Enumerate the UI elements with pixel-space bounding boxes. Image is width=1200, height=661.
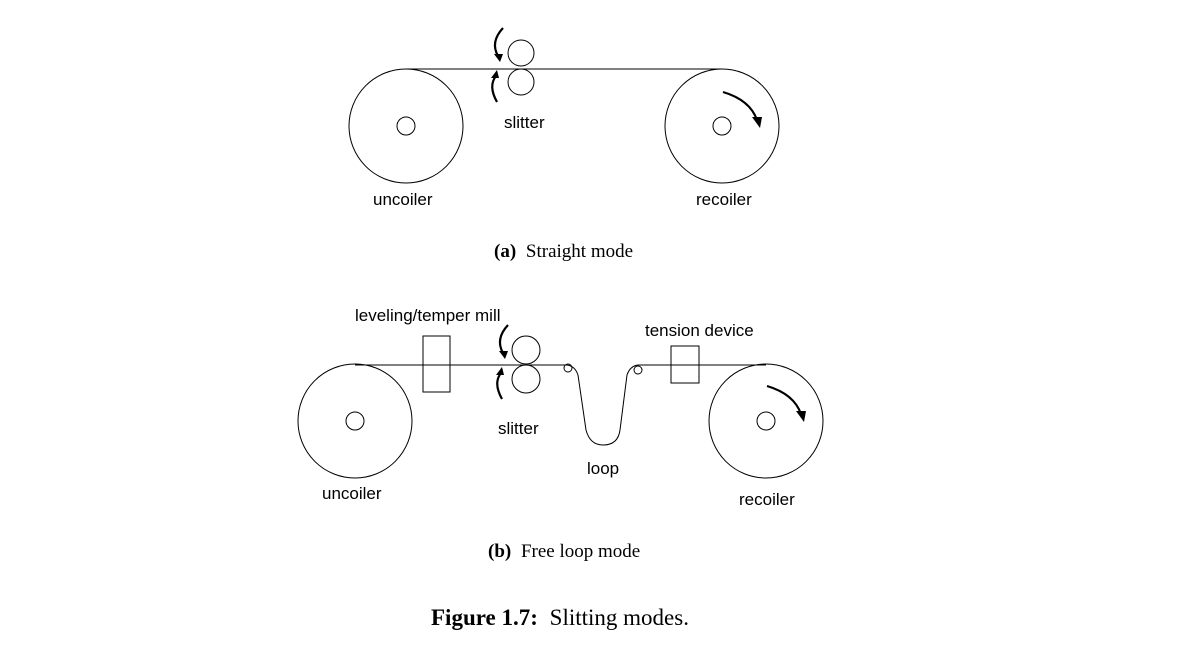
strip-b-loop <box>566 364 639 446</box>
label-tension-device: tension device <box>645 321 754 340</box>
caption-a-tag: (a) <box>494 241 516 262</box>
label-recoiler-b: recoiler <box>739 490 795 509</box>
uncoiler-b <box>297 363 413 479</box>
label-recoiler-a: recoiler <box>696 190 752 209</box>
slitter-a-upper-arrowhead <box>494 54 503 62</box>
caption-b-tag: (b) <box>488 541 511 562</box>
figure-caption-tag: Figure 1.7: <box>431 605 538 630</box>
recoiler-a-arrowhead <box>752 117 762 128</box>
label-loop: loop <box>587 459 619 478</box>
panel-a-straight-mode: slitter uncoiler recoiler (a) Straight m… <box>348 27 780 262</box>
recoiler-a <box>664 68 780 184</box>
label-slitter-b: slitter <box>498 419 539 438</box>
recoiler-a-rotation-arrow <box>722 90 759 121</box>
caption-a: (a) Straight mode <box>494 241 633 262</box>
slitter-b <box>496 324 541 400</box>
label-slitter-a: slitter <box>504 113 545 132</box>
caption-b: (b) Free loop mode <box>488 541 640 562</box>
recoiler-b-arrowhead <box>796 411 806 422</box>
caption-a-text: Straight mode <box>526 241 633 262</box>
recoiler-b <box>708 363 824 479</box>
loop-exit-roller <box>633 365 643 375</box>
loop-entry-roller <box>563 363 573 373</box>
caption-b-text: Free loop mode <box>521 541 640 562</box>
panel-b-free-loop-mode: leveling/temper mill tension device slit… <box>297 306 824 562</box>
slitter-b-upper-arrow <box>498 324 509 354</box>
slitter-b-lower-arrowhead <box>496 367 504 375</box>
slitter-b-lower-arrow <box>496 372 503 400</box>
slitter-a-upper-arrow <box>493 27 504 57</box>
label-leveling-temper-mill: leveling/temper mill <box>355 306 501 325</box>
recoiler-b-rotation-arrow <box>766 384 803 415</box>
label-uncoiler-a: uncoiler <box>373 190 433 209</box>
slitter-a-lower-arrowhead <box>491 70 499 78</box>
leveling-temper-mill <box>422 335 451 393</box>
label-uncoiler-b: uncoiler <box>322 484 382 503</box>
uncoiler-a <box>348 68 464 184</box>
slitter-a <box>491 27 535 103</box>
figure-caption-text: Slitting modes. <box>550 605 689 630</box>
figure-caption: Figure 1.7: Slitting modes. <box>431 605 689 630</box>
tension-device <box>670 345 700 384</box>
slitter-b-upper-arrowhead <box>499 351 508 359</box>
slitter-a-lower-arrow <box>491 75 498 103</box>
